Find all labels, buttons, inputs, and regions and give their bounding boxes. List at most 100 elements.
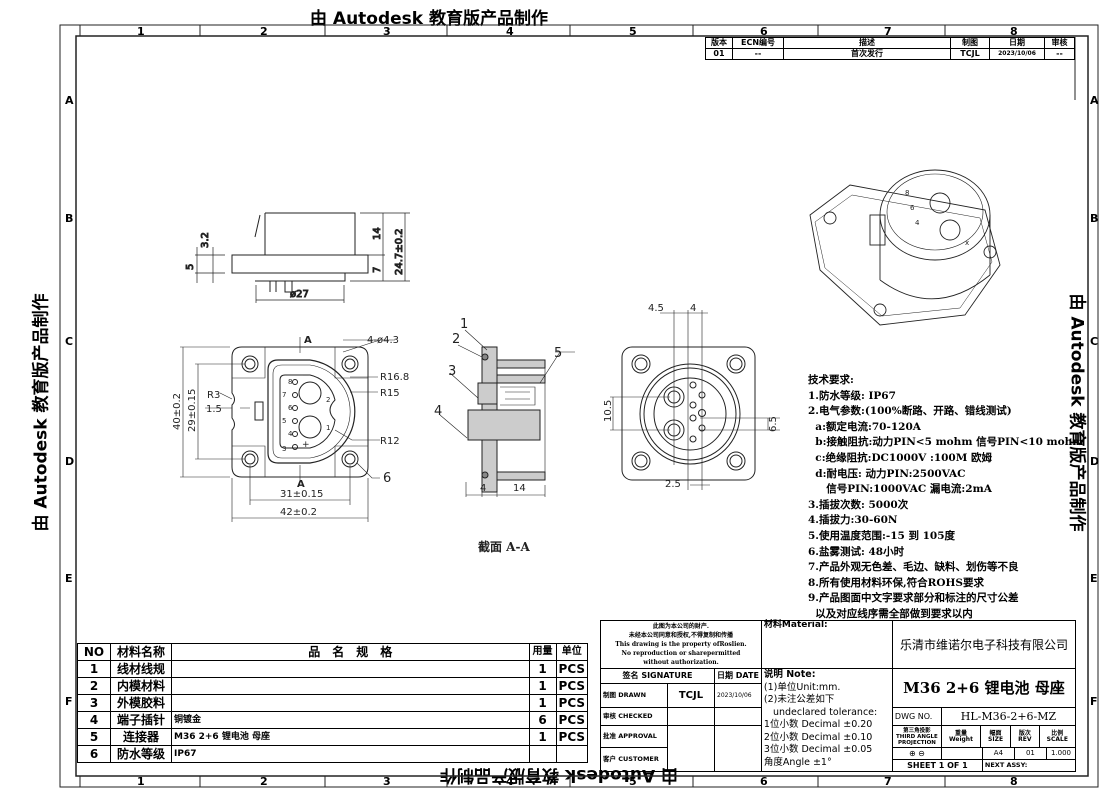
- dim-4: 4: [480, 483, 486, 494]
- dim-42: 42±0.2: [280, 507, 317, 518]
- bom-spec: IP67: [171, 745, 530, 763]
- watermark-top: 由 Autodesk 教育版产品制作: [310, 9, 549, 29]
- bom-spec: M36 2+6 锂电池 母座: [171, 728, 530, 746]
- bom-no: 3: [77, 694, 111, 712]
- dim-24-7: 24.7±0.2: [394, 228, 405, 275]
- bom-spec: 铜镀金: [171, 711, 530, 729]
- bom-material: 防水等级: [110, 745, 172, 763]
- dim-d27: ø27: [290, 289, 309, 300]
- balloon-5: 5: [554, 346, 562, 361]
- zone-row-C: C: [65, 335, 73, 348]
- zone-column-1: 1: [137, 775, 145, 788]
- bom-spec: [171, 694, 530, 712]
- note-line: 2位小数 Decimal ±0.10: [763, 731, 873, 743]
- rev-drawn: TCJL: [950, 48, 990, 60]
- rev-value: 01: [1013, 748, 1047, 760]
- property-notice: 此图为本公司的财产. 未经本公司同意和授权,不得复制和传播 This drawi…: [600, 620, 762, 669]
- dim-10-5: 10.5: [603, 400, 614, 422]
- dim-5: 5: [185, 264, 196, 270]
- zone-row-C: C: [1090, 335, 1098, 348]
- rev-label: 版次 REV: [1010, 725, 1040, 748]
- bom-unit: PCS: [555, 677, 589, 695]
- dwg-number: HL-M36-2+6-MZ: [940, 707, 1077, 726]
- section-mark-top: A: [304, 335, 312, 346]
- bom-unit: [555, 745, 589, 763]
- note-label: 说明 Note:: [763, 669, 816, 680]
- zone-column-6: 6: [760, 775, 768, 788]
- pin-8: 8: [288, 378, 292, 386]
- bom-qty: 1: [528, 660, 557, 678]
- tech-requirement-line: 2.电气参数:(100%断路、开路、错线测试): [808, 405, 1012, 418]
- rev-date: 2023/10/06: [989, 48, 1045, 60]
- zone-column-6: 6: [760, 25, 768, 38]
- scale-label: 比例 SCALE: [1038, 725, 1077, 748]
- section-label: 截面 A-A: [478, 539, 530, 554]
- bom-no: 6: [77, 745, 111, 763]
- svg-text:4: 4: [915, 219, 920, 227]
- zone-row-F: F: [1090, 695, 1098, 708]
- customer-label: 客户 CUSTOMER: [600, 747, 668, 772]
- zone-column-4: 4: [506, 775, 514, 788]
- bom-material: 线材线规: [110, 660, 172, 678]
- rear-view: 4.5 4 10.5 6.5 2.5: [603, 303, 780, 490]
- drawn-date: 2023/10/06: [714, 683, 762, 708]
- revision-row: 01 -- 首次发行 TCJL 2023/10/06 --: [705, 48, 1075, 60]
- drawing-frame: [59, 24, 1099, 788]
- bom-spec: [171, 677, 530, 695]
- approval-label: 批准 APPROVAL: [600, 725, 668, 748]
- pin-5: 5: [282, 417, 286, 425]
- dim-2-5: 2.5: [665, 479, 681, 490]
- section-view: 1 2 3 4 5 4 14 截面 A-A: [434, 317, 575, 554]
- rev-version: 01: [705, 48, 733, 60]
- rev-header-version: 版本: [705, 37, 733, 49]
- zone-column-7: 7: [884, 775, 892, 788]
- notice-line: 未经本公司同意和授权,不得复制和传播: [628, 632, 733, 639]
- bom-unit: PCS: [555, 711, 589, 729]
- dim-4-5: 4.5: [648, 303, 664, 314]
- pin-7: 7: [282, 391, 286, 399]
- dwg-label: DWG NO.: [891, 707, 942, 726]
- dim-31: 31±0.15: [280, 489, 323, 500]
- dim-r12: R12: [380, 436, 400, 447]
- note-line: undeclared tolerance:: [763, 706, 878, 718]
- zone-column-2: 2: [260, 25, 268, 38]
- tech-title: 技术要求:: [808, 374, 854, 386]
- signature-label: 签名 SIGNATURE: [600, 668, 715, 684]
- projection-symbol-icon: ⊕ ⊖: [892, 748, 942, 760]
- dim-14: 14: [513, 483, 526, 494]
- bom-header-spec: 品 名 规 格: [171, 643, 530, 661]
- rev-desc: 首次发行: [783, 48, 951, 60]
- pin-2: 2: [326, 396, 330, 404]
- pin-minus: −: [302, 371, 310, 381]
- bom-spec: [171, 660, 530, 678]
- dim-4-holes: 4-ø4.3: [367, 335, 399, 346]
- weight-label: 重量 Weight: [940, 725, 982, 748]
- tech-requirement-line: c:绝缘阻抗:DC1000V :100M 欧姆: [808, 451, 993, 464]
- bom-material: 内模材料: [110, 677, 172, 695]
- balloon-2: 2: [452, 332, 460, 347]
- zone-row-D: D: [65, 455, 74, 468]
- rev-header-date: 日期: [989, 37, 1045, 49]
- bom-unit: PCS: [555, 660, 589, 678]
- drawn-label: 制图 DRAWN: [600, 683, 668, 708]
- sheet-number: SHEET 1 OF 1: [892, 759, 983, 771]
- bom-header-qty: 用量: [528, 643, 557, 661]
- note-line: 3位小数 Decimal ±0.05: [763, 744, 873, 755]
- zone-row-A: A: [1090, 94, 1099, 107]
- side-view: 3.2 5 14 7 24.7±0.2 ø27: [185, 212, 410, 303]
- notice-line: 此图为本公司的财产.: [652, 623, 709, 630]
- pin-3: 3: [282, 445, 286, 453]
- tech-requirement-line: 4.插拔力:30-60N: [808, 514, 898, 527]
- bom-qty: 1: [528, 677, 557, 695]
- bom-header-no: NO: [77, 643, 111, 661]
- bom-header-material: 材料名称: [110, 643, 172, 661]
- zone-column-8: 8: [1010, 775, 1018, 788]
- tech-requirement-line: 3.插拔次数: 5000次: [808, 498, 909, 511]
- pin-plus: +: [302, 440, 310, 450]
- dim-7: 7: [372, 267, 383, 273]
- dim-4: 4: [690, 303, 696, 314]
- material-field: 材料Material:: [760, 620, 893, 669]
- bom-material: 端子插针: [110, 711, 172, 729]
- notes: 说明 Note: (1)单位Unit:mm.(2)未注公差如下 undeclar…: [760, 668, 893, 772]
